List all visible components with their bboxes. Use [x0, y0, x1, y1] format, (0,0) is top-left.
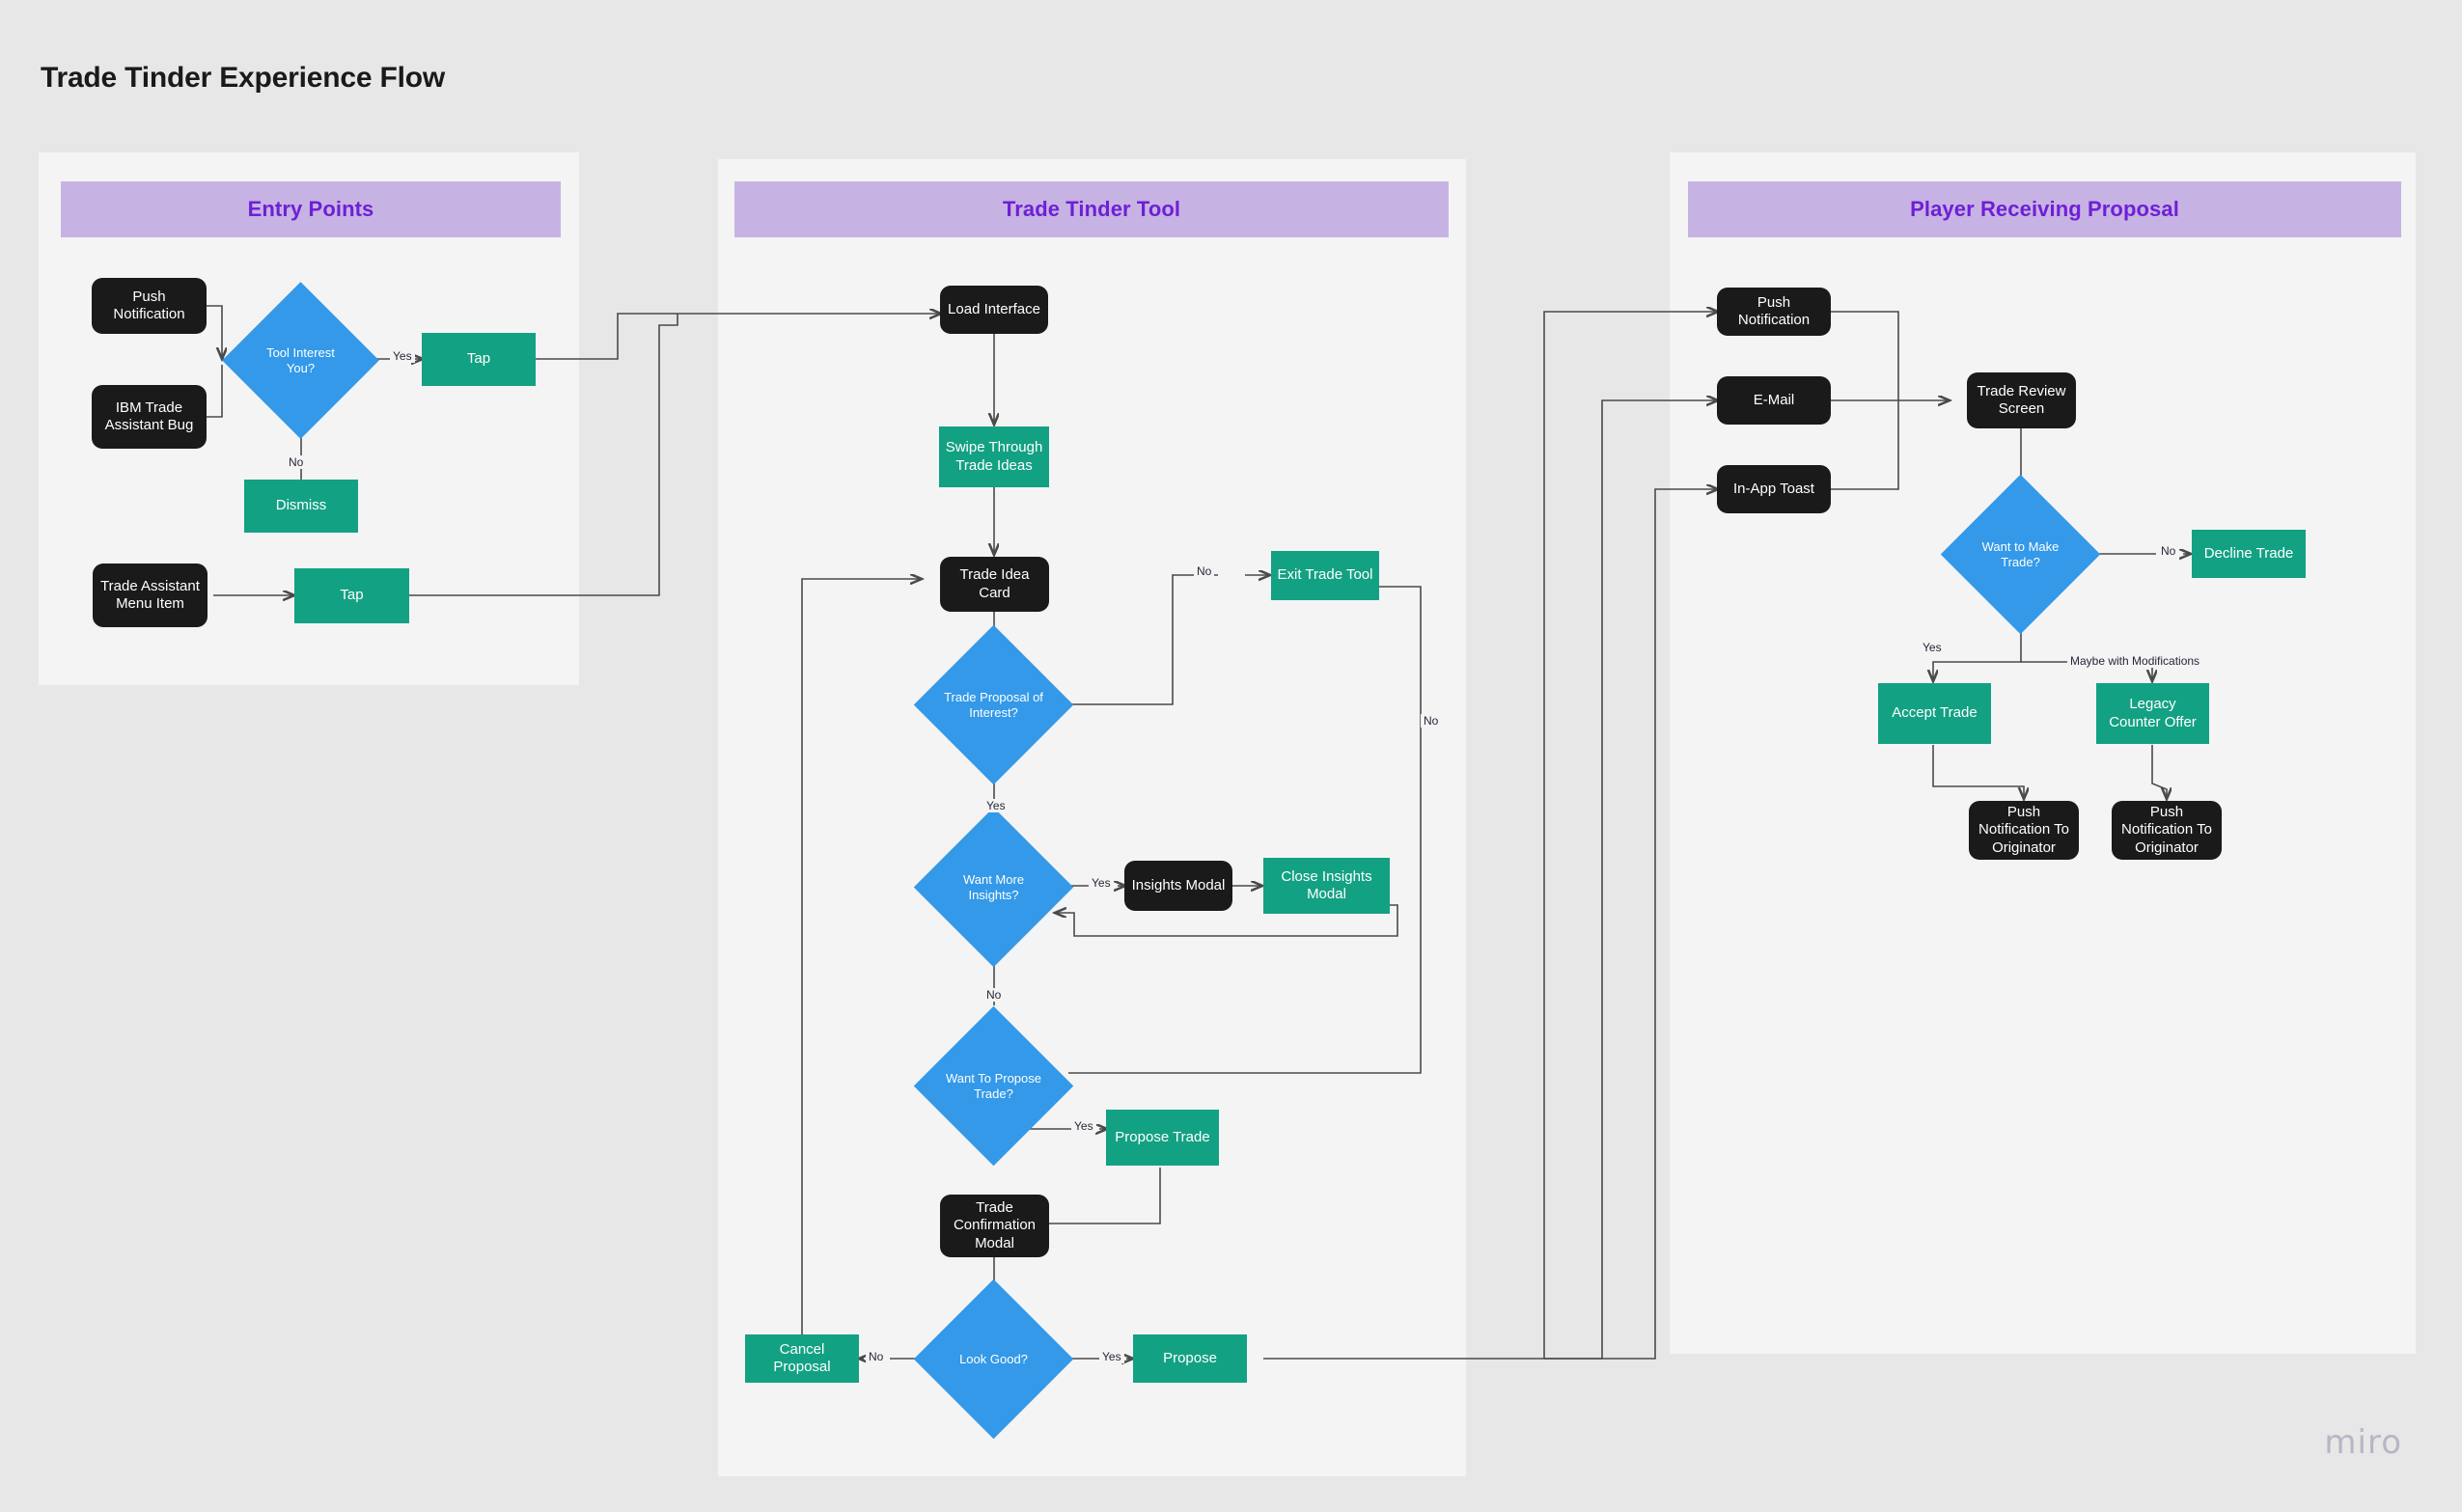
node-receiver-email[interactable]: E-Mail [1717, 376, 1831, 425]
node-label: Propose Trade [1115, 1128, 1210, 1145]
panel-header-trade-tinder-tool: Trade Tinder Tool [734, 181, 1449, 237]
node-tool-propose[interactable]: Propose [1133, 1334, 1247, 1383]
node-tool-propose-trade[interactable]: Propose Trade [1106, 1110, 1219, 1166]
miro-watermark: miro [2324, 1423, 2402, 1462]
edge-label-tool-propose-yes: Yes [1071, 1119, 1096, 1133]
node-entry-dismiss[interactable]: Dismiss [244, 480, 358, 533]
node-tool-want-to-propose-trade[interactable]: Want To Propose Trade? [913, 1005, 1074, 1167]
edge-label-entry-no: No [286, 455, 307, 469]
node-entry-trade-assistant-menu-item[interactable]: Trade Assistant Menu Item [93, 564, 207, 627]
node-label: IBM Trade Assistant Bug [104, 399, 194, 433]
edge-label-entry-yes: Yes [390, 349, 415, 363]
node-label: Want to Make Trade? [1981, 539, 2060, 569]
node-receiver-trade-review-screen[interactable]: Trade Review Screen [1967, 372, 2076, 428]
node-label: Propose [1163, 1349, 1217, 1366]
node-label: Push Notification [113, 288, 185, 322]
node-label: Close Insights Modal [1281, 867, 1372, 902]
node-label: Trade Review Screen [1977, 382, 2066, 417]
node-label: Trade Proposal of Interest? [944, 690, 1043, 720]
node-label: Accept Trade [1892, 704, 1978, 722]
node-receiver-legacy-counter-offer[interactable]: Legacy Counter Offer [2096, 683, 2209, 744]
edge-label-tool-proposal-no: No [1194, 564, 1215, 578]
node-receiver-push-notification-to-originator-right[interactable]: Push Notification To Originator [2112, 801, 2222, 860]
node-tool-trade-confirmation-modal[interactable]: Trade Confirmation Modal [940, 1195, 1049, 1257]
node-label: E-Mail [1753, 391, 1795, 408]
node-label: Load Interface [948, 300, 1040, 317]
node-label: In-App Toast [1733, 480, 1814, 497]
edge-label-tool-look-good-yes: Yes [1099, 1350, 1124, 1363]
node-label: Want To Propose Trade? [946, 1071, 1041, 1101]
edge-label-tool-insights-yes: Yes [1089, 876, 1114, 890]
panel-title-trade-tinder-tool: Trade Tinder Tool [1002, 197, 1181, 221]
panel-trade-tinder-tool [718, 159, 1466, 1476]
node-label: Tool Interest You? [266, 345, 335, 375]
edge-label-receiver-yes: Yes [1920, 641, 1945, 654]
node-label: Insights Modal [1131, 876, 1226, 893]
panel-title-entry-points: Entry Points [247, 197, 374, 221]
node-label: Want More Insights? [962, 872, 1025, 902]
node-label: Cancel Proposal [773, 1340, 831, 1375]
node-label: Decline Trade [2203, 544, 2294, 562]
node-tool-close-insights-modal[interactable]: Close Insights Modal [1263, 858, 1390, 914]
edge-label-receiver-maybe: Maybe with Modifications [2067, 654, 2203, 668]
node-receiver-push-notification[interactable]: Push Notification [1717, 288, 1831, 336]
node-label: Look Good? [959, 1351, 1028, 1366]
node-receiver-accept-trade[interactable]: Accept Trade [1878, 683, 1991, 744]
node-receiver-push-notification-to-originator-left[interactable]: Push Notification To Originator [1969, 801, 2079, 860]
edge-label-tool-proposal-yes: Yes [983, 799, 1009, 812]
node-label: Tap [340, 587, 364, 604]
node-label: Tap [466, 350, 491, 368]
node-entry-tool-interest-you[interactable]: Tool Interest You? [222, 282, 379, 439]
node-tool-insights-modal[interactable]: Insights Modal [1124, 861, 1232, 911]
node-label: Trade Confirmation Modal [953, 1199, 1037, 1251]
panel-player-receiving-proposal [1670, 152, 2416, 1354]
node-label: Trade Idea Card [959, 566, 1030, 601]
node-label: Push Notification [1737, 293, 1811, 328]
node-label: Push Notification To Originator [1978, 804, 2069, 856]
node-tool-cancel-proposal[interactable]: Cancel Proposal [745, 1334, 859, 1383]
page-title: Trade Tinder Experience Flow [41, 62, 445, 94]
node-entry-tap-top[interactable]: Tap [422, 333, 536, 386]
node-tool-want-more-insights[interactable]: Want More Insights? [913, 807, 1074, 968]
node-tool-trade-proposal-of-interest[interactable]: Trade Proposal of Interest? [913, 624, 1074, 785]
node-tool-swipe-through-trade-ideas[interactable]: Swipe Through Trade Ideas [939, 426, 1049, 487]
node-label: Dismiss [275, 497, 327, 514]
node-label: Trade Assistant Menu Item [100, 577, 200, 612]
node-receiver-want-to-make-trade[interactable]: Want to Make Trade? [1940, 474, 2101, 635]
edge-label-receiver-no: No [2158, 544, 2179, 558]
panel-header-entry-points: Entry Points [61, 181, 561, 237]
node-label: Push Notification To Originator [2121, 804, 2212, 856]
edge-label-tool-propose-no: No [1421, 714, 1442, 728]
node-tool-exit-trade-tool[interactable]: Exit Trade Tool [1271, 551, 1379, 600]
node-receiver-in-app-toast[interactable]: In-App Toast [1717, 465, 1831, 513]
node-entry-push-notification[interactable]: Push Notification [92, 278, 207, 334]
edge-label-tool-look-good-no: No [866, 1350, 887, 1363]
node-tool-load-interface[interactable]: Load Interface [940, 286, 1048, 334]
node-entry-ibm-trade-assistant-bug[interactable]: IBM Trade Assistant Bug [92, 385, 207, 449]
node-label: Exit Trade Tool [1277, 566, 1373, 584]
node-receiver-decline-trade[interactable]: Decline Trade [2192, 530, 2306, 578]
panel-header-player-receiving-proposal: Player Receiving Proposal [1688, 181, 2401, 237]
edge-label-tool-insights-no: No [983, 988, 1005, 1002]
node-tool-look-good[interactable]: Look Good? [913, 1278, 1074, 1440]
node-tool-trade-idea-card[interactable]: Trade Idea Card [940, 557, 1049, 612]
node-label: Legacy Counter Offer [2109, 696, 2197, 730]
node-label: Swipe Through Trade Ideas [945, 439, 1043, 474]
panel-title-player-receiving-proposal: Player Receiving Proposal [1910, 197, 2179, 221]
node-entry-tap-bottom[interactable]: Tap [294, 568, 409, 623]
